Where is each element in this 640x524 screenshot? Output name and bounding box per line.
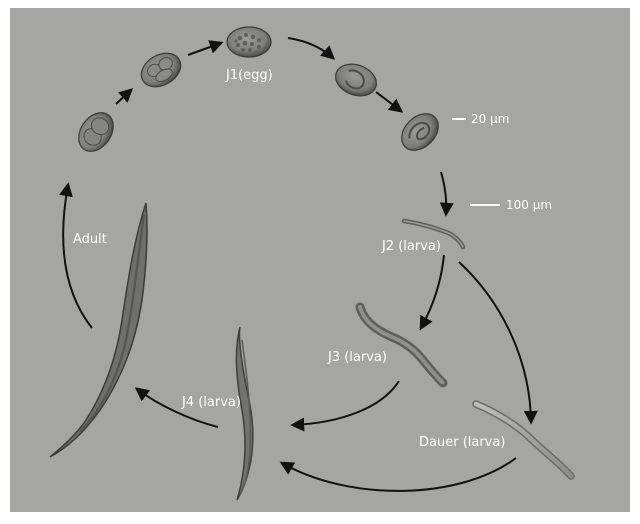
adult-label: Adult — [73, 232, 107, 247]
egg-scale-label: 20 µm — [471, 112, 509, 126]
dauer-label: Dauer (larva) — [419, 435, 505, 450]
j4-label: J4 (larva) — [181, 395, 241, 410]
larva-scale-label: 100 µm — [506, 198, 552, 212]
egg-label: J1(egg) — [225, 68, 273, 83]
j2-label: J2 (larva) — [381, 239, 441, 254]
figure-panel — [10, 8, 630, 512]
j3-label: J3 (larva) — [327, 350, 387, 365]
egg-j1 — [227, 27, 271, 57]
